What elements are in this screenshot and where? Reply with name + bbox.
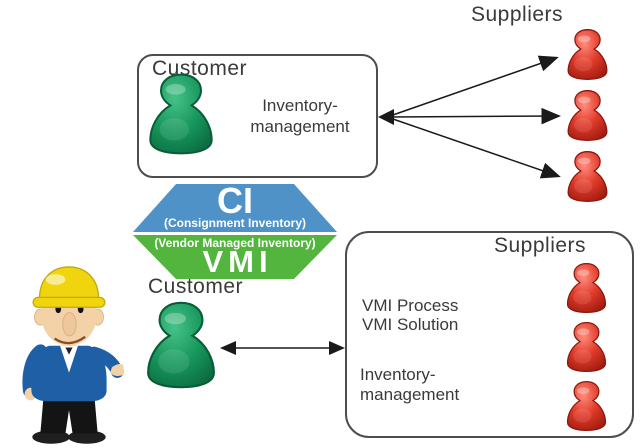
- inventory-line2: management: [250, 117, 350, 136]
- customer-pawn-icon: [146, 72, 216, 156]
- vmi-full-name: (Vendor Managed Inventory): [154, 236, 316, 250]
- inventory-line2-bottom: management: [360, 385, 460, 404]
- double-arrow-customer-suppliers: [220, 341, 345, 355]
- suppliers-label-bottom: Suppliers: [494, 234, 587, 257]
- customer-label-bottom: Customer: [148, 275, 244, 298]
- ci-abbreviation: CI: [217, 180, 253, 221]
- arrow-to-supplier-1: [389, 55, 559, 117]
- arrow-to-supplier-2: [389, 107, 561, 125]
- worker-nose: [62, 312, 77, 337]
- vmi-solution-label: VMI Solution: [362, 315, 459, 334]
- arrow-to-supplier-3: [389, 117, 561, 179]
- worker-shirt: [60, 345, 78, 373]
- supplier-pawn-icon: [565, 321, 608, 373]
- inventory-line1-bottom: Inventory-: [360, 365, 436, 384]
- customer-box-top: [137, 54, 378, 178]
- supplier-pawn-icon: [565, 380, 608, 432]
- customer-pawn-icon: [139, 300, 223, 390]
- inventory-line1: Inventory-: [262, 96, 338, 115]
- worker-jacket: [31, 345, 107, 402]
- vmi-process-label: VMI Process: [362, 296, 459, 315]
- inventory-management-label-top: Inventory- management: [226, 95, 374, 137]
- suppliers-label-top: Suppliers: [471, 3, 564, 26]
- ci-full-name: (Consignment Inventory): [163, 216, 306, 230]
- fan-arrows: [389, 55, 561, 179]
- vmi-abbreviation: VMI: [202, 244, 273, 279]
- supplier-pawn-icon: [565, 262, 608, 314]
- worker-shoe: [68, 430, 106, 444]
- worker-smile: [54, 335, 86, 345]
- construction-worker-icon: [22, 266, 124, 444]
- worker-pants: [40, 392, 98, 434]
- supplier-pawn-icon: [566, 89, 609, 142]
- worker-hand: [110, 364, 124, 376]
- arrowhead-into-customer-box: [378, 109, 394, 125]
- supplier-pawn-icon: [566, 150, 609, 203]
- supplier-pawn-icon: [566, 28, 609, 81]
- worker-shoe: [32, 430, 70, 444]
